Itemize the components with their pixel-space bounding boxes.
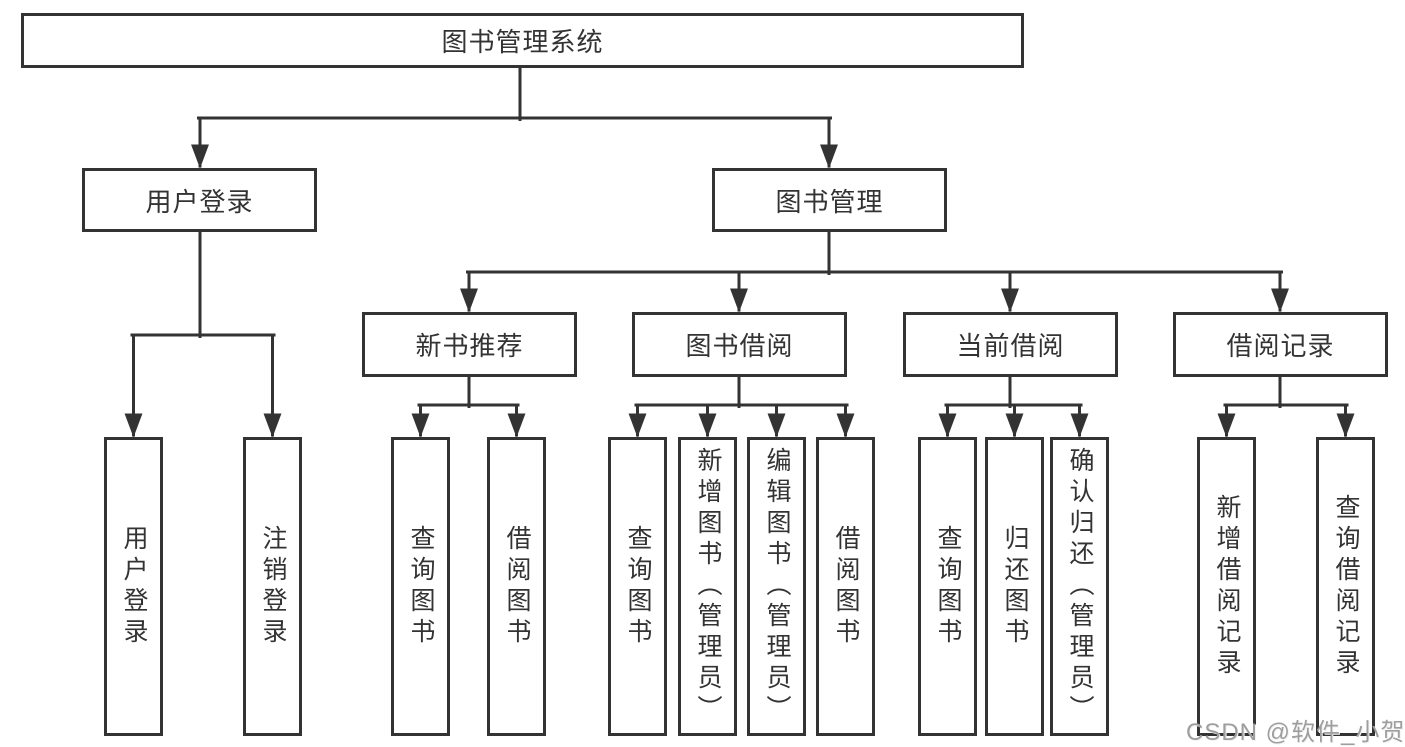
leaf-borrow-books-recommend: 借阅图书 — [487, 437, 546, 736]
leaf-query-books-current: 查询图书 — [918, 437, 977, 736]
node-label: 图书管理 — [775, 186, 884, 217]
node-label: 图书借阅 — [685, 331, 794, 361]
node-book-borrow: 图书借阅 — [632, 312, 847, 377]
connector-borrow-records-group — [1217, 373, 1355, 438]
leaf-query-books-recommend: 查询图书 — [391, 437, 450, 736]
node-current-borrow: 当前借阅 — [903, 312, 1118, 377]
node-label: 图书管理系统 — [441, 27, 604, 57]
leaf-label: 查询图书 — [934, 524, 962, 649]
leaf-label: 查询借阅记录 — [1332, 493, 1360, 680]
leaf-label: 确认归还（管理员） — [1066, 447, 1094, 726]
node-label: 借阅记录 — [1226, 331, 1335, 361]
leaf-query-borrow-record: 查询借阅记录 — [1316, 437, 1375, 736]
node-library-management-system: 图书管理系统 — [21, 13, 1024, 68]
connector-current-borrow-group — [938, 373, 1089, 438]
connector-book-management-to-level3 — [460, 228, 1289, 313]
leaf-return-book: 归还图书 — [985, 437, 1044, 736]
node-label: 当前借阅 — [956, 331, 1065, 361]
leaf-label: 新增图书（管理员） — [694, 447, 722, 726]
leaf-edit-book-admin: 编辑图书（管理员） — [747, 437, 806, 736]
leaf-label: 用户登录 — [120, 524, 148, 649]
connector-user-login-to-leaves — [124, 228, 282, 438]
node-book-management: 图书管理 — [712, 168, 947, 232]
leaf-borrow-books: 借阅图书 — [816, 437, 875, 736]
leaf-logout: 注销登录 — [243, 437, 302, 736]
leaf-label: 借阅图书 — [503, 524, 531, 649]
node-new-book-recommend: 新书推荐 — [362, 312, 577, 377]
leaf-label: 查询图书 — [407, 524, 435, 649]
leaf-label: 借阅图书 — [832, 524, 860, 649]
connector-root-to-level2 — [191, 64, 838, 169]
leaf-label: 注销登录 — [259, 524, 287, 649]
leaf-label: 新增借阅记录 — [1213, 493, 1241, 680]
connector-new-book-recommend-group — [411, 373, 526, 438]
leaf-query-books-borrow: 查询图书 — [608, 437, 667, 736]
leaf-confirm-return-admin: 确认归还（管理员） — [1050, 437, 1109, 736]
leaf-label: 归还图书 — [1001, 524, 1029, 649]
leaf-label: 编辑图书（管理员） — [763, 447, 791, 726]
leaf-user-login: 用户登录 — [104, 437, 163, 736]
csdn-watermark: CSDN @软件_小贺同学 — [1186, 719, 1405, 746]
leaf-label: 查询图书 — [624, 524, 652, 649]
node-label: 用户登录 — [145, 186, 254, 217]
connector-book-borrow-group — [628, 373, 855, 438]
node-label: 新书推荐 — [415, 331, 524, 361]
node-borrow-records: 借阅记录 — [1173, 312, 1388, 377]
node-user-login: 用户登录 — [82, 168, 317, 232]
leaf-add-borrow-record: 新增借阅记录 — [1197, 437, 1256, 736]
leaf-add-book-admin: 新增图书（管理员） — [678, 437, 737, 736]
